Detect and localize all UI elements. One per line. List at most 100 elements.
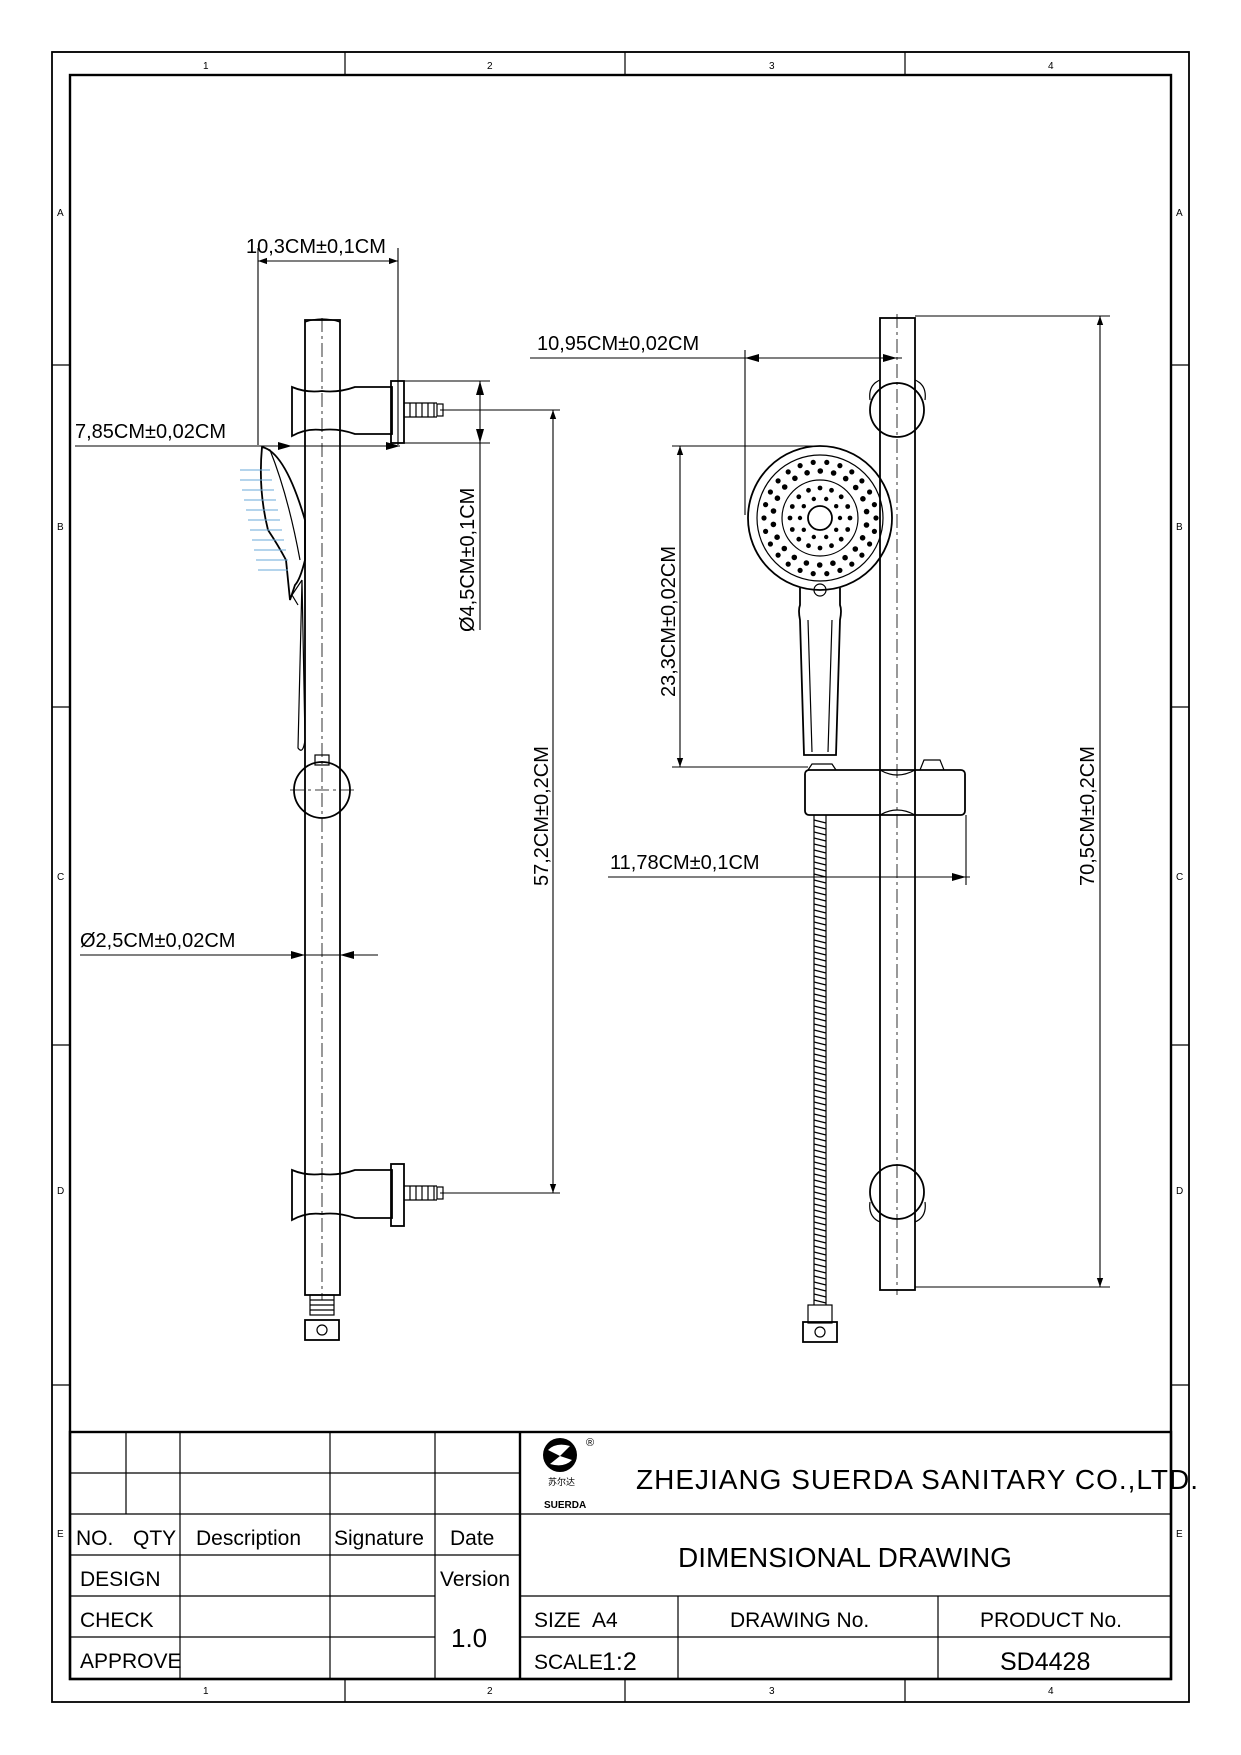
row-label: C: [57, 872, 64, 883]
col-label: 3: [769, 61, 775, 72]
nozzle: [859, 552, 865, 558]
dim-bracket-diameter: Ø4,5CM±0,1CM: [457, 488, 479, 632]
dim-head-depth: 7,85CM±0,02CM: [75, 421, 226, 443]
slider-side: [290, 754, 355, 819]
dim-slider-width: 11,78CM±0,1CM: [610, 852, 760, 874]
row-label: E: [1176, 1529, 1183, 1540]
bottom-bracket-front: [869, 1164, 926, 1223]
nozzle: [871, 528, 878, 535]
nozzle: [845, 504, 851, 509]
front-view: [747, 314, 966, 1343]
col-label: 1: [203, 61, 209, 72]
nozzle: [791, 554, 798, 561]
nozzle: [830, 560, 836, 566]
size-value: A4: [592, 1609, 618, 1632]
nozzle: [871, 502, 878, 508]
row-label: C: [1176, 872, 1183, 883]
nozzle: [863, 522, 870, 528]
nozzle: [817, 485, 823, 491]
side-view: [240, 318, 444, 1341]
logo-chinese: 苏尔达: [548, 1476, 575, 1487]
nozzle: [763, 528, 769, 535]
nozzle: [837, 463, 843, 469]
nozzle: [787, 515, 793, 521]
nozzle: [770, 521, 777, 528]
hose-end-side: [304, 1294, 340, 1341]
col-label: 4: [1048, 1686, 1054, 1697]
product-no-label: PRODUCT No.: [980, 1609, 1122, 1632]
nozzle: [781, 545, 788, 552]
row-label: E: [57, 1529, 64, 1540]
dim-bar-diameter: Ø2,5CM±0,02CM: [80, 930, 235, 952]
row-label: A: [57, 208, 64, 219]
nozzle: [810, 571, 816, 577]
nozzle: [842, 554, 848, 561]
row-label: D: [1176, 1186, 1183, 1197]
slider-front: [804, 759, 966, 816]
row-label: B: [1176, 522, 1183, 533]
nozzle: [837, 567, 843, 574]
nozzle: [859, 478, 865, 484]
nozzle-pattern: [761, 459, 879, 577]
row-label: B: [57, 522, 64, 533]
nozzle: [810, 459, 816, 465]
col-label: 4: [1048, 61, 1054, 72]
size-label: SIZE: [534, 1609, 581, 1632]
nozzle: [811, 534, 816, 540]
row-design: DESIGN: [80, 1568, 161, 1591]
nozzle: [785, 469, 791, 475]
nozzle: [873, 515, 879, 521]
row-check: CHECK: [80, 1609, 154, 1632]
nozzle: [781, 484, 788, 490]
col-label: 2: [487, 61, 493, 72]
nozzle: [804, 470, 810, 476]
nozzle: [852, 484, 859, 491]
nozzle: [863, 508, 870, 515]
dim-hand-shower-length: 23,3CM±0,02CM: [658, 546, 680, 697]
nozzle: [767, 541, 774, 547]
nozzle: [796, 536, 802, 542]
col-label: 2: [487, 1686, 493, 1697]
nozzle: [852, 546, 859, 552]
drawing-no-label: DRAWING No.: [730, 1609, 869, 1632]
nozzle: [849, 469, 855, 475]
nozzle: [785, 561, 791, 567]
nozzle: [847, 515, 853, 521]
nozzle: [811, 496, 816, 502]
nozzle: [797, 463, 803, 469]
header-date: Date: [450, 1527, 494, 1550]
nozzle: [824, 571, 830, 577]
nozzle: [845, 527, 851, 532]
bottom-bracket-side: [291, 1163, 444, 1227]
nozzle: [842, 475, 849, 482]
drawing-title: DIMENSIONAL DRAWING: [678, 1542, 1012, 1573]
nozzle: [859, 535, 866, 541]
hose-front: [802, 815, 838, 1343]
nozzle: [789, 527, 795, 532]
nozzle: [824, 496, 829, 502]
nozzle: [838, 536, 844, 542]
nozzle: [792, 475, 798, 482]
dim-bracket-width: 10,3CM±0,1CM: [246, 236, 386, 258]
nozzle: [829, 487, 834, 493]
header-description: Description: [196, 1527, 301, 1550]
nozzle: [834, 504, 839, 509]
nozzle: [774, 495, 781, 502]
nozzle: [797, 515, 803, 521]
dim-bar-length: 70,5CM±0,2CM: [1077, 746, 1099, 886]
header-qty: QTY: [133, 1527, 176, 1550]
header-no: NO.: [76, 1527, 113, 1550]
nozzle: [860, 496, 866, 502]
nozzle: [829, 543, 834, 549]
row-label: D: [57, 1186, 64, 1197]
nozzle: [816, 562, 823, 568]
dimensions: 10,3CM±0,1CM 7,85CM±0,02CM Ø4,5CM±0,1CM …: [75, 236, 1110, 1288]
header-signature: Signature: [334, 1527, 424, 1550]
top-bracket-side: [291, 380, 444, 444]
version-value: 1.0: [451, 1623, 487, 1653]
product-no-value: SD4428: [1000, 1648, 1090, 1676]
slide-bar-front: [879, 317, 916, 1291]
nozzle: [763, 502, 769, 508]
nozzle: [849, 561, 855, 567]
nozzle: [801, 527, 806, 532]
